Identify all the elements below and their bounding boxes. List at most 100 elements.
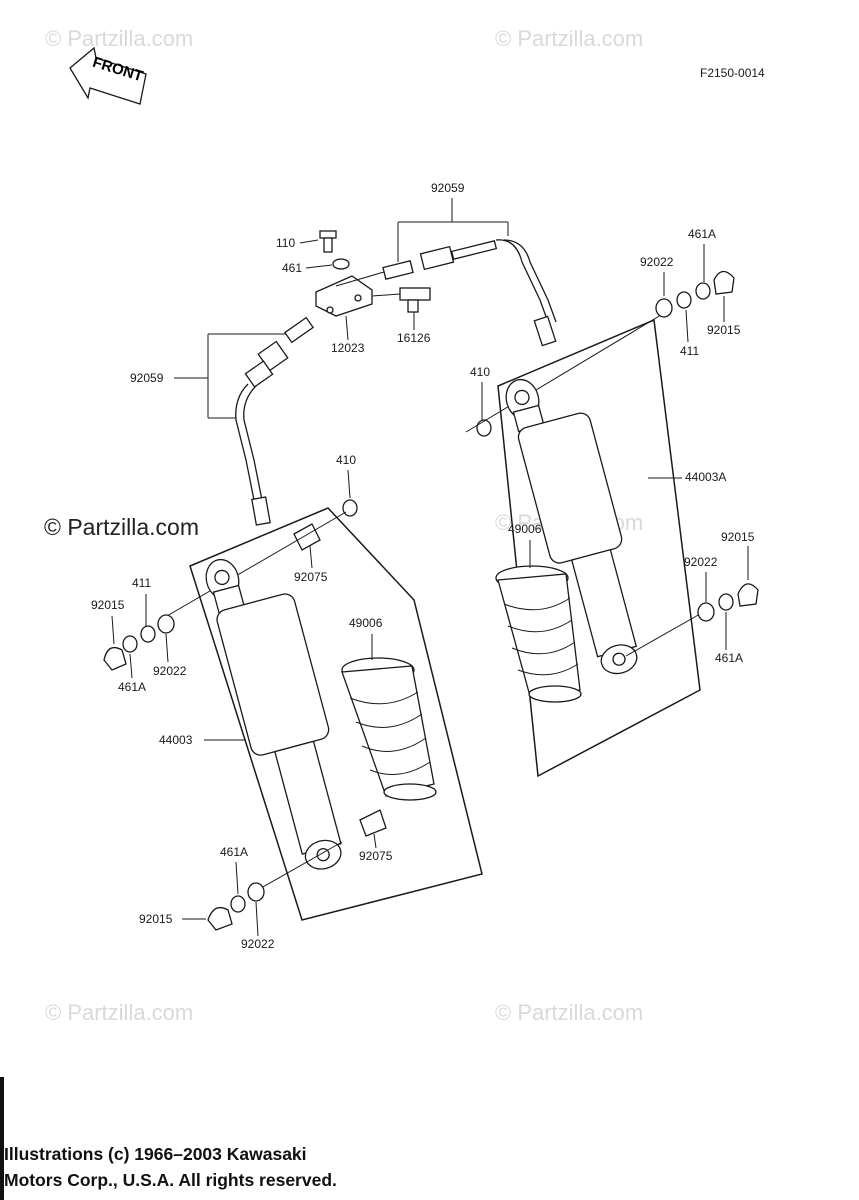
left-cap-nut-bottom-icon [207, 906, 233, 931]
right-lower-axis-line [625, 613, 701, 657]
svg-text:411: 411 [680, 344, 699, 358]
left-shock-frame [189, 507, 483, 921]
right-nut-92015-top-callout: 92015 [707, 296, 741, 337]
left-bushing-top-icon [293, 523, 321, 551]
copyright-side-bar [0, 1077, 4, 1200]
svg-text:411: 411 [132, 576, 151, 590]
leader-block-to-valve [371, 293, 401, 297]
left-boot-spring [341, 657, 437, 801]
right-mount-axis-line [465, 311, 667, 433]
svg-text:110: 110 [276, 236, 295, 250]
svg-text:461A: 461A [118, 680, 146, 694]
svg-text:92015: 92015 [721, 530, 755, 544]
svg-text:92075: 92075 [294, 570, 328, 584]
bolt-icon [319, 230, 337, 253]
svg-text:49006: 49006 [508, 522, 542, 536]
left-hose-callout: 92059 [130, 333, 294, 419]
left-nut-92015-top-callout: 92015 [91, 598, 125, 645]
svg-text:92022: 92022 [153, 664, 187, 678]
right-washer-461a-top-icon [695, 282, 711, 300]
front-arrow-icon: FRONT [69, 46, 147, 105]
svg-text:92015: 92015 [707, 323, 741, 337]
right-washer-410-icon [476, 419, 492, 437]
right-washer-410-callout: 410 [470, 365, 490, 420]
right-shock-callout: 44003A [648, 470, 726, 484]
svg-text:49006: 49006 [349, 616, 383, 630]
left-cap-nut-top-icon [103, 646, 127, 671]
watermark-top-right: © Partzilla.com [495, 26, 643, 51]
svg-text:44003A: 44003A [685, 470, 726, 484]
left-mount-axis-line [159, 511, 347, 621]
left-shock-absorber [205, 558, 342, 870]
right-nut-92015-bottom-callout: 92015 [721, 530, 755, 580]
left-washer-410-callout: 410 [336, 453, 356, 499]
right-boot-spring [495, 565, 582, 703]
right-washer-411-icon [676, 291, 692, 309]
left-collar-92022-bottom-callout: 92022 [241, 901, 275, 951]
svg-text:92022: 92022 [640, 255, 674, 269]
svg-text:92059: 92059 [130, 371, 164, 385]
svg-text:16126: 16126 [397, 331, 431, 345]
left-washer-411-icon [140, 625, 156, 643]
left-washer-461a-top-icon [122, 635, 138, 653]
svg-text:92075: 92075 [359, 849, 393, 863]
svg-text:92022: 92022 [241, 937, 275, 951]
watermark-top-left: © Partzilla.com [45, 26, 193, 51]
svg-text:461: 461 [282, 261, 302, 275]
svg-text:410: 410 [470, 365, 490, 379]
joint-block-icon [315, 275, 373, 317]
watermark-bottom-right: © Partzilla.com [495, 1000, 643, 1025]
left-collar-top-icon [157, 614, 175, 634]
right-shock-absorber [505, 378, 638, 675]
top-hose-callout: 92059 [397, 181, 509, 262]
copyright-line-2: Motors Corp., U.S.A. All rights reserved… [4, 1170, 337, 1190]
watermark-bottom-left: © Partzilla.com [45, 1000, 193, 1025]
leader-block-to-hose [335, 271, 385, 287]
svg-text:92015: 92015 [139, 912, 173, 926]
brake-hose-top [382, 239, 557, 347]
left-washer-411-callout: 411 [132, 576, 151, 626]
svg-text:461A: 461A [220, 845, 248, 859]
right-cap-nut-bottom-icon [737, 583, 759, 607]
svg-text:12023: 12023 [331, 341, 365, 355]
right-spring-callout: 49006 [508, 522, 542, 568]
left-collar-bottom-icon [247, 882, 265, 902]
right-washer-461a-top-callout: 461A [688, 227, 716, 282]
bolt-110-callout: 110 [276, 236, 319, 250]
block-12023-callout: 12023 [331, 315, 365, 355]
right-cap-nut-top-icon [713, 270, 735, 295]
bleed-valve-icon [399, 287, 431, 313]
right-washer-461a-bottom-callout: 461A [715, 612, 743, 665]
svg-text:92015: 92015 [91, 598, 125, 612]
left-washer-461a-top-callout: 461A [118, 653, 146, 694]
left-bushing-bottom-callout: 92075 [359, 833, 393, 863]
right-collar-92022-top-callout: 92022 [640, 255, 674, 296]
left-bushing-top-callout: 92075 [294, 545, 328, 584]
left-nut-92015-bottom-callout: 92015 [139, 912, 206, 926]
right-washer-411-callout: 411 [680, 309, 699, 358]
right-collar-icon-top [655, 298, 673, 318]
left-bushing-bottom-icon [359, 809, 387, 837]
left-lower-axis-line [253, 841, 343, 893]
svg-text:44003: 44003 [159, 733, 193, 747]
copyright-line-1: Illustrations (c) 1966–2003 Kawasaki [4, 1144, 307, 1164]
left-collar-92022-top-callout: 92022 [153, 633, 187, 678]
copyright-notice: Illustrations (c) 1966–2003 Kawasaki Mot… [4, 1141, 337, 1193]
svg-text:461A: 461A [688, 227, 716, 241]
svg-text:92022: 92022 [684, 555, 718, 569]
right-collar-92022-bottom-callout: 92022 [684, 555, 718, 602]
washer-icon [332, 258, 350, 270]
right-washer-461a-bottom-icon [718, 593, 734, 611]
drawing-code: F2150-0014 [700, 66, 765, 80]
washer-461-callout: 461 [282, 261, 333, 275]
svg-text:410: 410 [336, 453, 356, 467]
right-collar-icon-bottom [697, 602, 715, 622]
left-washer-410-icon [342, 499, 358, 517]
left-spring-callout: 49006 [349, 616, 383, 660]
brake-hose-left [235, 316, 314, 526]
watermark-middle-left: © Partzilla.com [44, 514, 199, 540]
svg-text:461A: 461A [715, 651, 743, 665]
svg-text:92059: 92059 [431, 181, 465, 195]
left-washer-461a-bottom-callout: 461A [220, 845, 248, 895]
